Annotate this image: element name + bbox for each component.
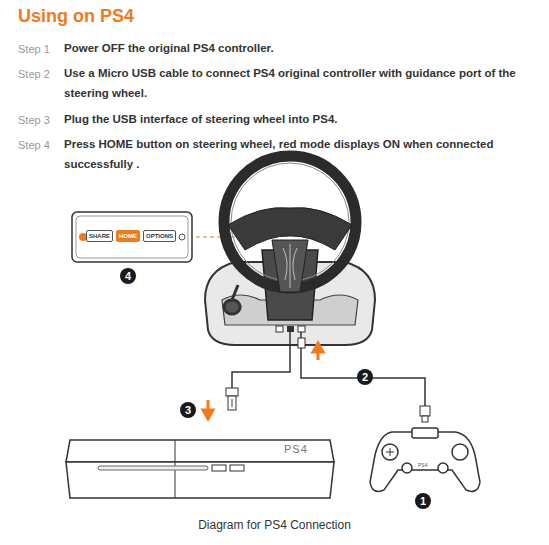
console-button: SHARE <box>86 230 113 242</box>
callout-number: 1 <box>415 493 431 509</box>
step-label: Step 4 <box>18 139 50 151</box>
micro-usb-plug <box>420 406 430 416</box>
button-label: OPTIONS <box>146 233 173 239</box>
step-label: Step 1 <box>18 43 50 55</box>
button-panel <box>72 212 192 262</box>
console-button: OPTIONS <box>143 230 176 242</box>
insert-arrow <box>203 400 213 419</box>
step-text: Power OFF the original PS4 controller. <box>64 38 534 58</box>
usb-plug <box>226 388 238 396</box>
device-logo: PS4 <box>418 462 427 468</box>
callout-number: 3 <box>180 402 196 418</box>
ps4-controller <box>370 428 480 491</box>
button-label: HOME <box>119 233 137 239</box>
step-text: Press HOME button on steering wheel, red… <box>64 134 534 174</box>
step-text: Use a Micro USB cable to connect PS4 ori… <box>64 63 534 103</box>
ps4-console <box>66 440 334 498</box>
callout-number: 4 <box>120 268 136 284</box>
console-button: HOME <box>116 230 140 242</box>
figure-caption: Diagram for PS4 Connection <box>0 518 549 532</box>
cables <box>232 332 425 412</box>
step-text: Plug the USB interface of steering wheel… <box>64 109 534 129</box>
page-title: Using on PS4 <box>18 6 134 27</box>
callout-number: 2 <box>357 369 373 385</box>
step-label: Step 2 <box>18 68 50 80</box>
insert-arrow <box>313 343 323 360</box>
device-logo: PS4 <box>284 443 308 455</box>
step-label: Step 3 <box>18 114 50 126</box>
steering-wheel <box>205 156 375 345</box>
button-label: SHARE <box>89 233 110 239</box>
